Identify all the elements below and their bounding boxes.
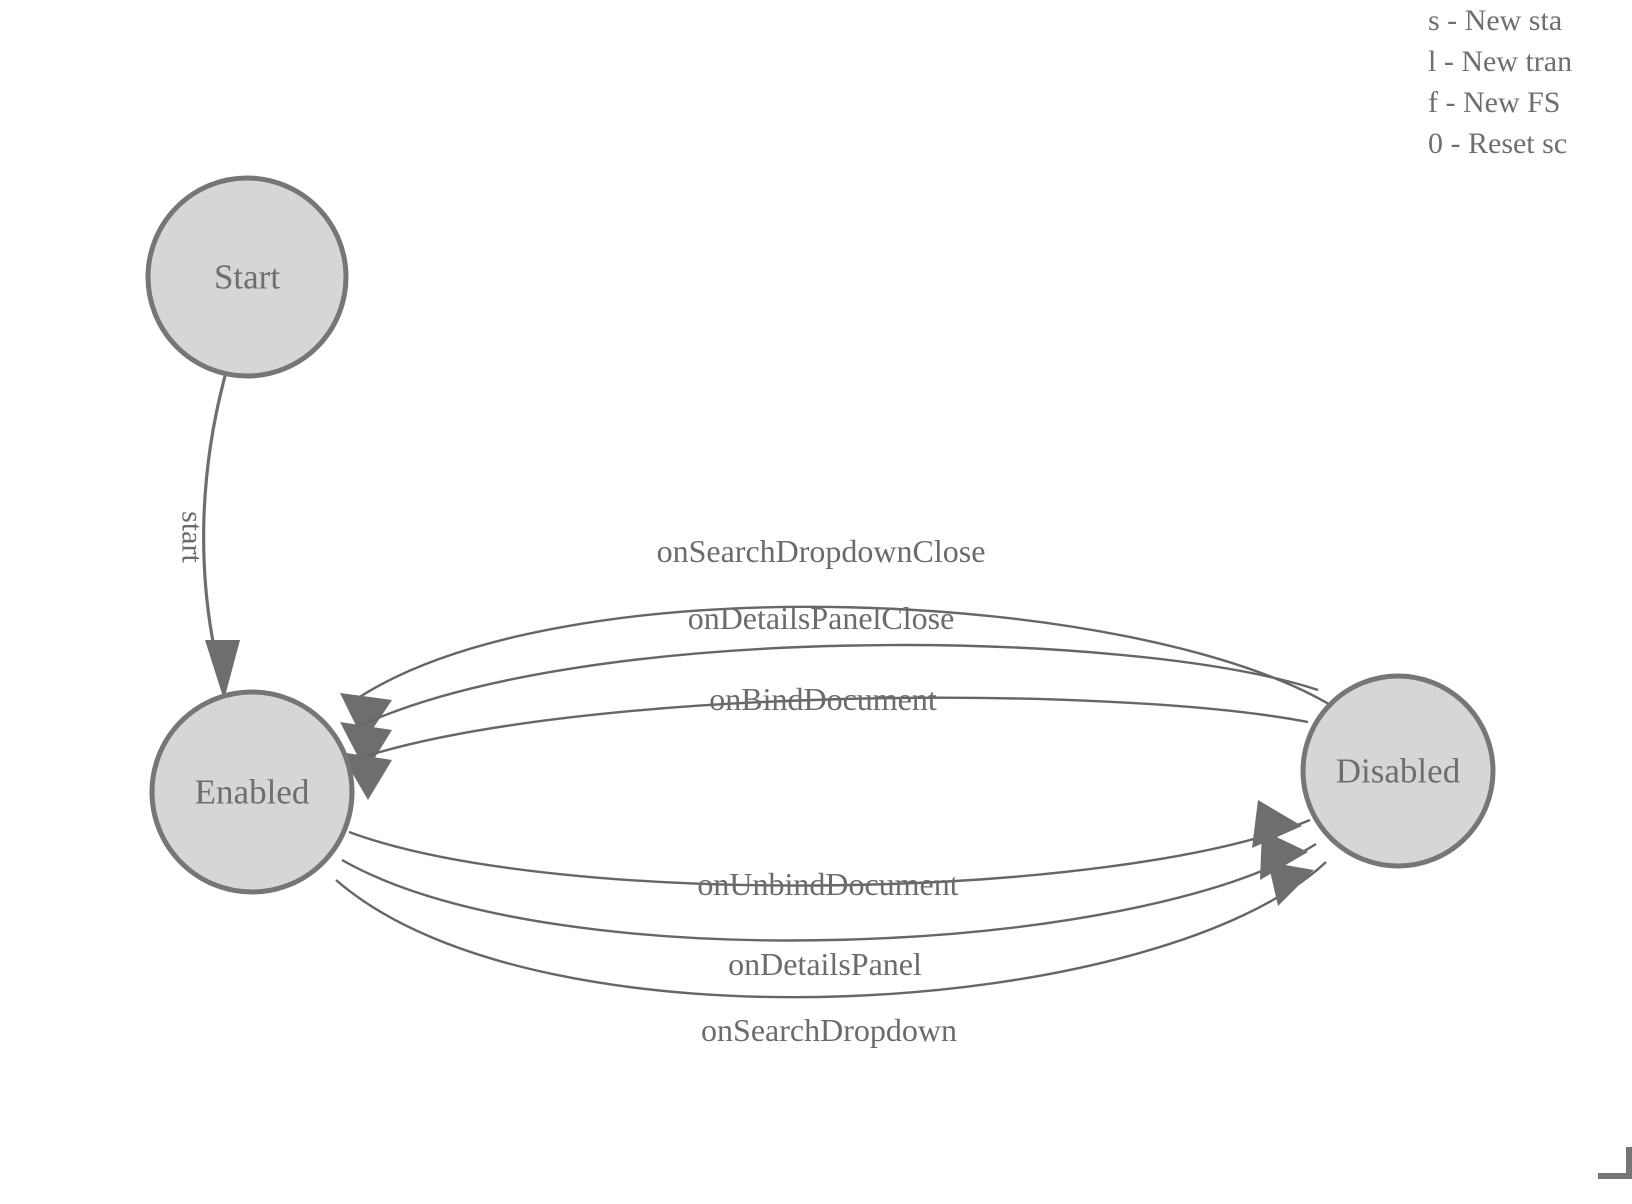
transition-path-onsearchdropdownclose[interactable] bbox=[351, 605, 1333, 708]
transition-label-onsearchdropdown: onSearchDropdown bbox=[701, 1012, 957, 1048]
transition-label-onsearchdropdownclose: onSearchDropdownClose bbox=[657, 533, 986, 569]
arrowhead-onsearchdropdownclose bbox=[340, 693, 392, 742]
state-node-start[interactable]: Start bbox=[145, 175, 349, 379]
state-node-enabled[interactable]: Enabled bbox=[149, 689, 355, 895]
arrowhead-start-to-enabled bbox=[205, 640, 240, 700]
transition-onsearchdropdownclose[interactable] bbox=[340, 605, 1333, 742]
state-label-enabled: Enabled bbox=[195, 773, 310, 812]
transition-onbinddocument[interactable] bbox=[340, 696, 1309, 800]
transition-ondetailspanelclose[interactable] bbox=[340, 643, 1319, 772]
arrowhead-onsearchdropdown bbox=[1268, 862, 1314, 906]
state-circle-disabled[interactable] bbox=[1300, 673, 1496, 869]
transition-label-ondetailspanelclose: onDetailsPanelClose bbox=[688, 600, 955, 636]
state-circle-enabled[interactable] bbox=[149, 689, 355, 895]
transition-onsearchdropdown[interactable] bbox=[335, 861, 1327, 999]
canvas-corner-bracket bbox=[1598, 1147, 1632, 1179]
arrowhead-onbinddocument bbox=[340, 752, 392, 800]
transition-label-onunbinddocument: onUnbindDocument bbox=[697, 866, 958, 902]
transition-label-start: start bbox=[176, 511, 209, 563]
state-circle-start[interactable] bbox=[145, 175, 349, 379]
transition-label-ondetailspanel: onDetailsPanel bbox=[728, 946, 922, 982]
transition-label-onbinddocument: onBindDocument bbox=[709, 681, 937, 717]
transition-path-onunbinddocument[interactable] bbox=[348, 818, 1311, 887]
transition-path-onsearchdropdown[interactable] bbox=[335, 861, 1327, 999]
state-label-disabled: Disabled bbox=[1336, 752, 1461, 791]
transition-path-ondetailspanel[interactable] bbox=[341, 842, 1317, 942]
arrowhead-ondetailspanelclose bbox=[340, 722, 392, 772]
transition-path-ondetailspanelclose[interactable] bbox=[348, 643, 1319, 733]
transition-path-start[interactable] bbox=[202, 375, 227, 667]
state-node-disabled[interactable]: Disabled bbox=[1300, 673, 1496, 869]
state-label-start: Start bbox=[214, 258, 280, 297]
transition-path-onbinddocument[interactable] bbox=[347, 696, 1309, 764]
transition-start-to-enabled[interactable] bbox=[202, 375, 240, 700]
